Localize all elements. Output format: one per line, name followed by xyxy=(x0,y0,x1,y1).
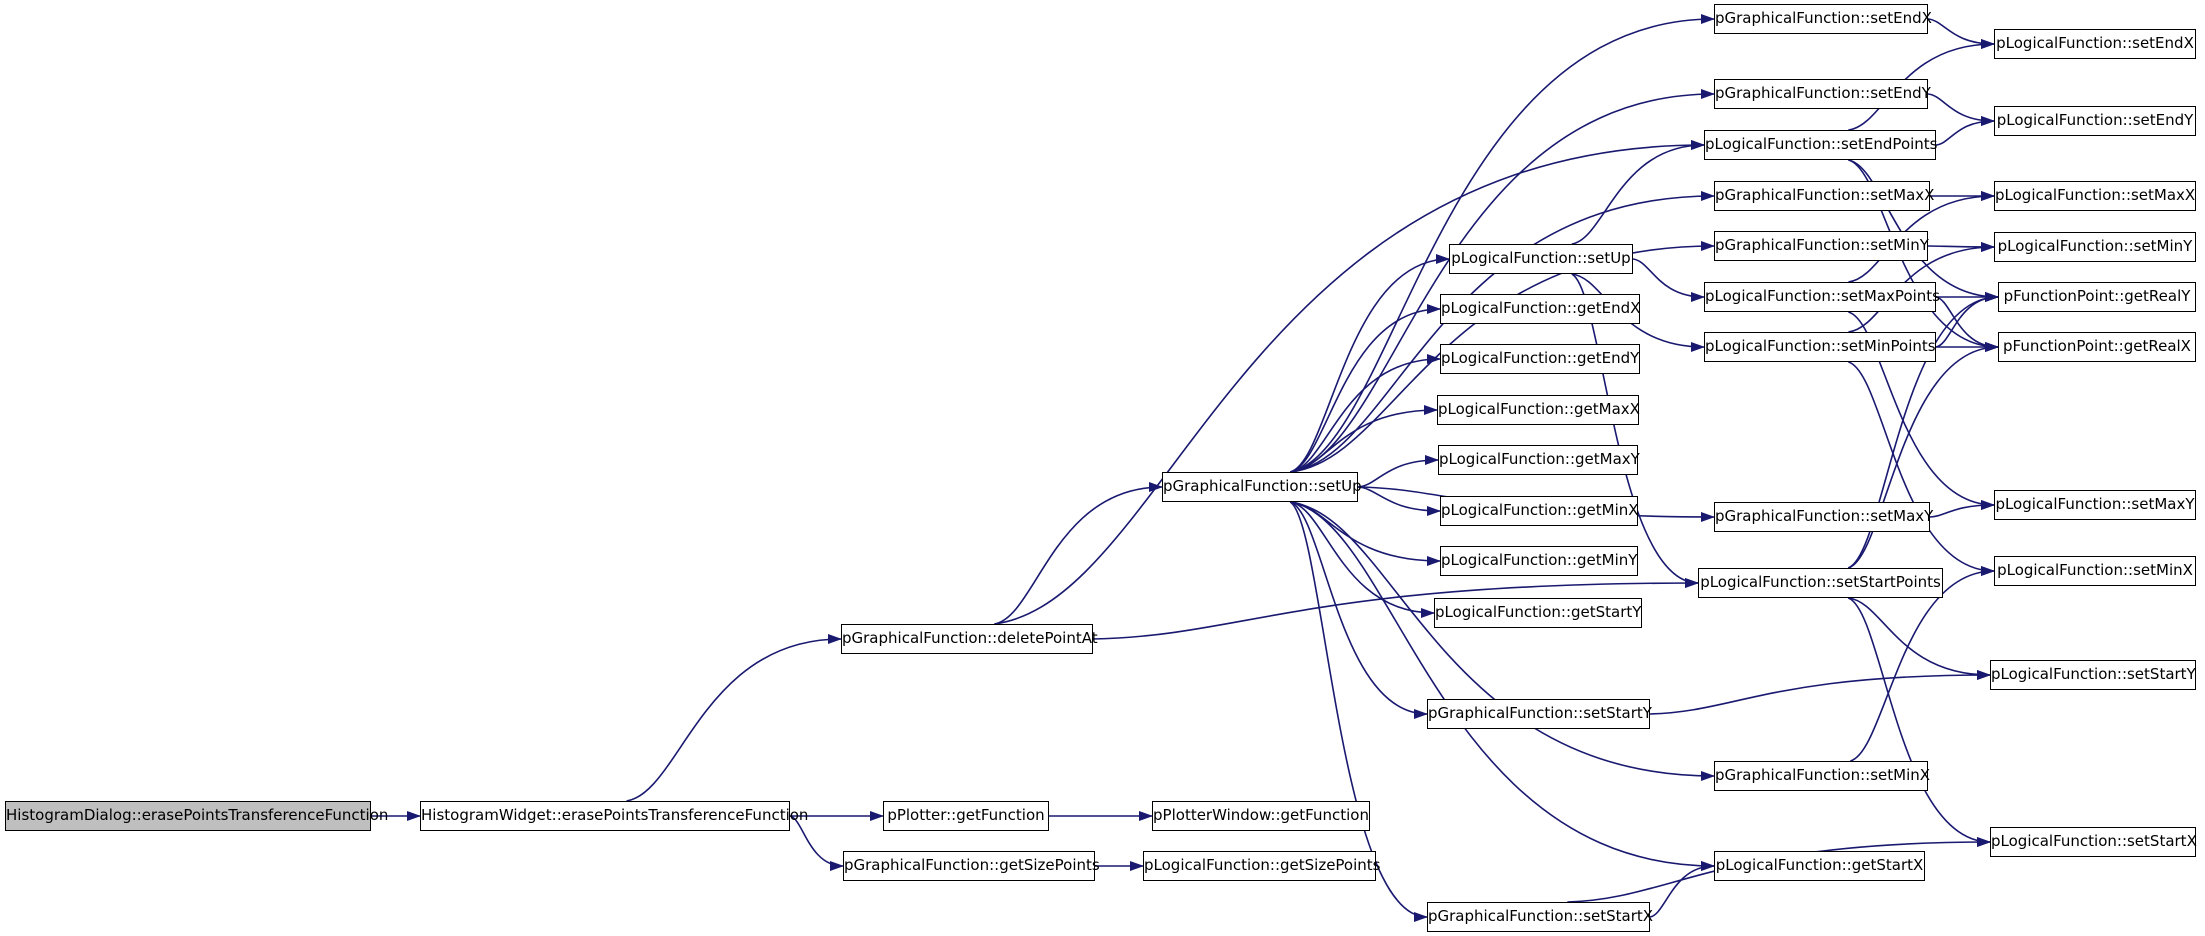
node-pplotter-getfunction[interactable]: pPlotter::getFunction xyxy=(883,801,1049,831)
edge-pgf_setUp-to-plf_getMaxY xyxy=(1357,455,1439,488)
edge-plf_setUp-to-plf_setMaxPoints xyxy=(1632,258,1705,302)
node-plogicalfunction-getmaxy[interactable]: pLogicalFunction::getMaxY xyxy=(1438,445,1640,475)
edge-plf_setEndPoints-to-plf_setEndY xyxy=(1935,116,1995,146)
edge-pgf_setUp-to-plf_getMaxX xyxy=(1290,405,1438,473)
node-plogicalfunction-setendx[interactable]: pLogicalFunction::setEndX xyxy=(1994,29,2196,59)
node-plogicalfunction-getendx[interactable]: pLogicalFunction::getEndX xyxy=(1440,294,1640,324)
edge-pgf_setUp-to-plf_getEndY xyxy=(1290,354,1441,473)
node-pgraphicalfunction-setendx[interactable]: pGraphicalFunction::setEndX xyxy=(1714,4,1932,34)
edge-hw_erase-to-pgf_deletePointAt xyxy=(626,634,842,802)
node-histogramwidget-erasepointstransferencefunction[interactable]: HistogramWidget::erasePointsTransference… xyxy=(420,801,808,831)
node-pgraphicalfunction-setup[interactable]: pGraphicalFunction::setUp xyxy=(1162,472,1362,502)
edge-pgf_deletePointAt-to-plf_setStartPoints xyxy=(1092,578,1699,640)
node-plogicalfunction-getstartx[interactable]: pLogicalFunction::getStartX xyxy=(1714,851,1925,881)
edge-plf_setStartPoints-to-plf_setStartX xyxy=(1847,597,1991,847)
edge-pgf_setUp-to-plf_getMinX xyxy=(1357,486,1441,516)
edge-pgf_deletePointAt-to-plf_setEndPoints xyxy=(994,140,1705,625)
edge-pgf_setUp-to-plf_getEndX xyxy=(1289,304,1441,473)
edge-plf_setStartPoints-to-pfp_getRealX xyxy=(1847,342,1999,569)
node-plogicalfunction-getsizepoints[interactable]: pLogicalFunction::getSizePoints xyxy=(1143,851,1380,881)
node-pgraphicalfunction-deletepointat[interactable]: pGraphicalFunction::deletePointAt xyxy=(841,624,1098,654)
node-plogicalfunction-setstartx[interactable]: pLogicalFunction::setStartX xyxy=(1990,827,2197,857)
node-plogicalfunction-getendy[interactable]: pLogicalFunction::getEndY xyxy=(1440,344,1640,374)
node-pgraphicalfunction-setminy[interactable]: pGraphicalFunction::setMinY xyxy=(1714,231,1929,261)
node-plogicalfunction-setmaxy[interactable]: pLogicalFunction::setMaxY xyxy=(1994,490,2196,520)
edge-pgf_setUp-to-pgf_setEndX xyxy=(1290,14,1715,473)
node-plogicalfunction-setup[interactable]: pLogicalFunction::setUp xyxy=(1449,244,1633,274)
node-plogicalfunction-setstarty[interactable]: pLogicalFunction::setStartY xyxy=(1990,660,2196,690)
edge-plf_setMaxPoints-to-plf_setMaxY xyxy=(1848,311,1995,510)
node-plogicalfunction-setendy[interactable]: pLogicalFunction::setEndY xyxy=(1994,106,2196,136)
node-pgraphicalfunction-getsizepoints[interactable]: pGraphicalFunction::getSizePoints xyxy=(843,851,1100,881)
node-plogicalfunction-setmaxpoints[interactable]: pLogicalFunction::setMaxPoints xyxy=(1704,282,1940,312)
edge-pgf_setStartX-to-plf_getStartX xyxy=(1649,861,1715,918)
node-pfunctionpoint-getrealy[interactable]: pFunctionPoint::getRealY xyxy=(1998,282,2196,312)
node-pgraphicalfunction-setmaxy[interactable]: pGraphicalFunction::setMaxY xyxy=(1714,502,1933,532)
node-pgraphicalfunction-setstartx[interactable]: pGraphicalFunction::setStartX xyxy=(1427,902,1653,932)
node-pplotterwindow-getfunction[interactable]: pPlotterWindow::getFunction xyxy=(1152,801,1370,831)
node-plogicalfunction-setminy[interactable]: pLogicalFunction::setMinY xyxy=(1994,232,2196,262)
edge-pgf_deletePointAt-to-pgf_setUp xyxy=(994,482,1163,625)
node-plogicalfunction-setstartpoints[interactable]: pLogicalFunction::setStartPoints xyxy=(1698,568,1943,598)
edge-pgf_setStartY-to-plf_setStartY xyxy=(1649,670,1991,715)
edge-plf_setStartPoints-to-pfp_getRealY xyxy=(1847,292,1999,569)
edge-pgf_setUp-to-plf_setUp xyxy=(1289,254,1450,473)
node-plogicalfunction-setminx[interactable]: pLogicalFunction::setMinX xyxy=(1994,556,2196,586)
edge-plf_setMinPoints-to-plf_setMinX xyxy=(1848,361,1995,576)
node-pgraphicalfunction-setendy[interactable]: pGraphicalFunction::setEndY xyxy=(1714,79,1931,109)
node-histogramdialog-erasepointstransferencefunction[interactable]: HistogramDialog::erasePointsTransference… xyxy=(5,801,388,831)
node-pgraphicalfunction-setminx[interactable]: pGraphicalFunction::setMinX xyxy=(1714,761,1930,791)
node-pfunctionpoint-getrealx[interactable]: pFunctionPoint::getRealX xyxy=(1998,332,2196,362)
node-plogicalfunction-setendpoints[interactable]: pLogicalFunction::setEndPoints xyxy=(1704,130,1938,160)
edge-pgf_setMinX-to-plf_setMinX xyxy=(1850,566,1995,762)
edge-pgf_setUp-to-plf_getStartX xyxy=(1290,501,1715,871)
node-pgraphicalfunction-setmaxx[interactable]: pGraphicalFunction::setMaxX xyxy=(1714,181,1934,211)
edge-pgf_setUp-to-pgf_setMaxX xyxy=(1290,191,1715,473)
node-plogicalfunction-getminx[interactable]: pLogicalFunction::getMinX xyxy=(1440,496,1639,526)
edge-plf_setStartPoints-to-plf_setStartY xyxy=(1848,597,1991,680)
edge-pgf_setUp-to-plf_getStartY xyxy=(1290,501,1435,618)
edge-pgf_setUp-to-pgf_setStartX xyxy=(1289,501,1428,922)
node-plogicalfunction-getstarty[interactable]: pLogicalFunction::getStartY xyxy=(1434,598,1642,628)
edge-hw_erase-to-pgf_getSizePoints xyxy=(789,815,844,871)
edge-pgf_setUp-to-pgf_setEndY xyxy=(1290,89,1715,473)
node-plogicalfunction-getmaxx[interactable]: pLogicalFunction::getMaxX xyxy=(1437,395,1640,425)
edge-pgf_setUp-to-pgf_setMinX xyxy=(1290,501,1715,781)
edge-pgf_setUp-to-pgf_setStartY xyxy=(1289,501,1428,719)
node-plogicalfunction-setmaxx[interactable]: pLogicalFunction::setMaxX xyxy=(1994,181,2196,211)
edge-plf_setUp-to-plf_setEndPoints xyxy=(1571,140,1705,245)
node-plogicalfunction-setminpoints[interactable]: pLogicalFunction::setMinPoints xyxy=(1704,332,1936,362)
node-plogicalfunction-getminy[interactable]: pLogicalFunction::getMinY xyxy=(1440,546,1638,576)
node-pgraphicalfunction-setstarty[interactable]: pGraphicalFunction::setStartY xyxy=(1427,699,1652,729)
